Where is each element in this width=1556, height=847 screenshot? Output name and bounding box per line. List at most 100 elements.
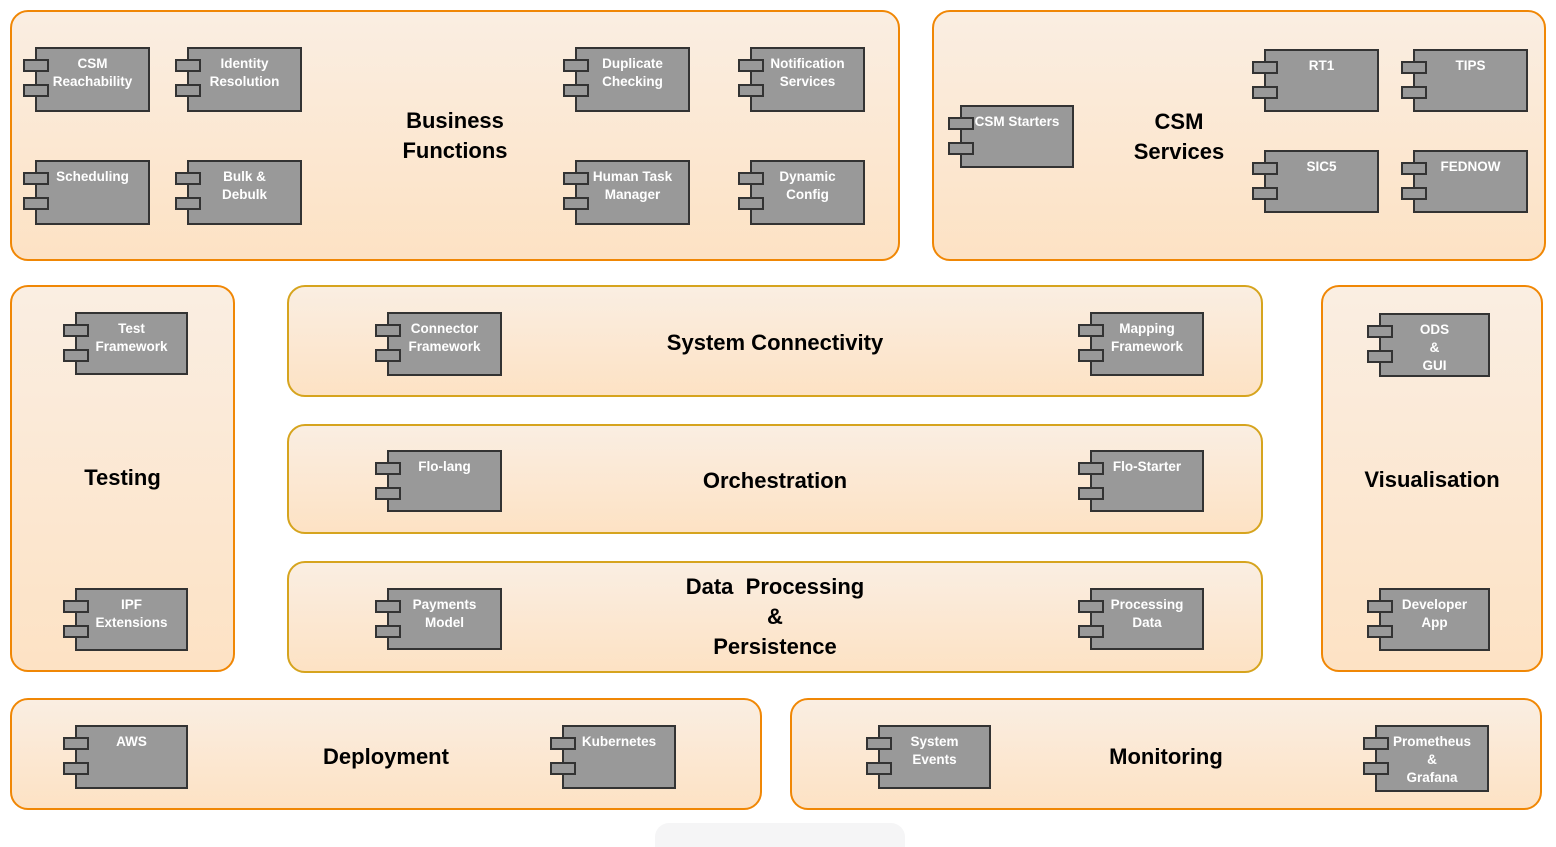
component-port-icon	[63, 737, 89, 750]
component-port-icon	[738, 59, 764, 72]
component-port-icon	[375, 324, 401, 337]
component-csm-starters[interactable]: CSM Starters	[948, 105, 1074, 168]
component-port-icon	[1078, 487, 1104, 500]
component-kubernetes[interactable]: Kubernetes	[550, 725, 676, 789]
component-port-icon	[63, 600, 89, 613]
component-port-icon	[550, 737, 576, 750]
component-label: Flo-Starter	[1112, 459, 1182, 474]
group-data-processing-persistence[interactable]: Data Processing & Persistence Payments M…	[287, 561, 1263, 673]
component-port-icon	[375, 487, 401, 500]
group-title: Business Functions	[402, 108, 508, 163]
component-system-events[interactable]: System Events	[866, 725, 991, 789]
component-csm-reachability[interactable]: CSM Reachability	[23, 47, 150, 112]
group-title: System Connectivity	[666, 330, 884, 355]
component-connector-framework[interactable]: Connector Framework	[375, 312, 502, 376]
component-prometheus-grafana[interactable]: Prometheus & Grafana	[1363, 725, 1489, 792]
component-rt1[interactable]: RT1	[1252, 49, 1379, 112]
component-port-icon	[375, 625, 401, 638]
component-port-icon	[550, 762, 576, 775]
group-title: Orchestration	[702, 468, 848, 493]
component-identity-resolution[interactable]: Identity Resolution	[175, 47, 302, 112]
component-label: TIPS	[1455, 58, 1486, 73]
component-ipf-extensions[interactable]: IPF Extensions	[63, 588, 188, 651]
group-title: Testing	[84, 465, 161, 490]
component-port-icon	[1078, 324, 1104, 337]
component-label: RT1	[1308, 58, 1335, 73]
component-port-icon	[563, 172, 589, 185]
component-sic5[interactable]: SIC5	[1252, 150, 1379, 213]
component-port-icon	[1078, 349, 1104, 362]
component-port-icon	[1401, 162, 1427, 175]
component-port-icon	[63, 762, 89, 775]
component-ods-gui[interactable]: ODS & GUI	[1367, 313, 1490, 377]
component-fednow[interactable]: FEDNOW	[1401, 150, 1528, 213]
component-port-icon	[63, 324, 89, 337]
component-payments-model[interactable]: Payments Model	[375, 588, 502, 650]
component-scheduling[interactable]: Scheduling	[23, 160, 150, 225]
component-port-icon	[866, 737, 892, 750]
component-flo-lang[interactable]: Flo-lang	[375, 450, 502, 512]
component-port-icon	[23, 59, 49, 72]
component-label: ODS & GUI	[1419, 322, 1450, 373]
component-label: FEDNOW	[1440, 159, 1501, 174]
component-notification-services[interactable]: Notification Services	[738, 47, 865, 112]
component-port-icon	[63, 349, 89, 362]
component-label: CSM Starters	[974, 114, 1060, 129]
component-label: Notification Services	[770, 56, 845, 89]
component-port-icon	[738, 197, 764, 210]
component-port-icon	[563, 59, 589, 72]
component-duplicate-checking[interactable]: Duplicate Checking	[563, 47, 690, 112]
component-label: Human Task Manager	[592, 169, 673, 202]
component-label: AWS	[116, 734, 147, 749]
component-port-icon	[948, 117, 974, 130]
component-label: Developer App	[1401, 597, 1468, 630]
component-label: Connector Framework	[408, 321, 481, 354]
group-title: CSM Services	[1133, 109, 1225, 164]
component-port-icon	[175, 84, 201, 97]
component-port-icon	[1078, 625, 1104, 638]
component-processing-data[interactable]: Processing Data	[1078, 588, 1204, 650]
group-visualisation[interactable]: Visualisation ODS & GUI Developer App	[1321, 285, 1543, 672]
component-port-icon	[738, 172, 764, 185]
component-mapping-framework[interactable]: Mapping Framework	[1078, 312, 1204, 376]
component-port-icon	[23, 197, 49, 210]
component-label: Processing Data	[1110, 597, 1184, 630]
component-label: IPF Extensions	[95, 597, 168, 630]
component-developer-app[interactable]: Developer App	[1367, 588, 1490, 651]
group-csm-services[interactable]: CSM Services CSM Starters RT1 TIPS SIC5 …	[932, 10, 1546, 261]
bottom-cutoff-panel	[655, 823, 905, 847]
component-port-icon	[375, 600, 401, 613]
group-system-connectivity[interactable]: System Connectivity Connector Framework …	[287, 285, 1263, 397]
component-label: Payments Model	[412, 597, 477, 630]
component-port-icon	[63, 625, 89, 638]
component-label: Flo-lang	[418, 459, 471, 474]
component-aws[interactable]: AWS	[63, 725, 188, 789]
component-port-icon	[948, 142, 974, 155]
component-label: Scheduling	[56, 169, 129, 184]
group-testing[interactable]: Testing Test Framework IPF Extensions	[10, 285, 235, 672]
component-bulk-debulk[interactable]: Bulk & Debulk	[175, 160, 302, 225]
component-port-icon	[1367, 600, 1393, 613]
component-port-icon	[866, 762, 892, 775]
component-test-framework[interactable]: Test Framework	[63, 312, 188, 375]
component-port-icon	[175, 172, 201, 185]
component-port-icon	[1367, 625, 1393, 638]
component-port-icon	[375, 349, 401, 362]
component-port-icon	[1252, 86, 1278, 99]
group-business-functions[interactable]: Business Functions CSM Reachability Iden…	[10, 10, 900, 261]
group-monitoring[interactable]: Monitoring System Events Prometheus & Gr…	[790, 698, 1542, 810]
component-label: Identity Resolution	[209, 56, 280, 89]
component-port-icon	[1367, 325, 1393, 338]
component-port-icon	[1252, 187, 1278, 200]
component-tips[interactable]: TIPS	[1401, 49, 1528, 112]
component-port-icon	[738, 84, 764, 97]
component-port-icon	[23, 172, 49, 185]
group-title: Deployment	[323, 744, 449, 769]
group-orchestration[interactable]: Orchestration Flo-lang Flo-Starter	[287, 424, 1263, 534]
group-deployment[interactable]: Deployment AWS Kubernetes	[10, 698, 762, 810]
component-label: Duplicate Checking	[602, 56, 663, 89]
component-flo-starter[interactable]: Flo-Starter	[1078, 450, 1204, 512]
component-human-task-manager[interactable]: Human Task Manager	[563, 160, 690, 225]
component-label: Mapping Framework	[1110, 321, 1184, 354]
component-dynamic-config[interactable]: Dynamic Config	[738, 160, 865, 225]
